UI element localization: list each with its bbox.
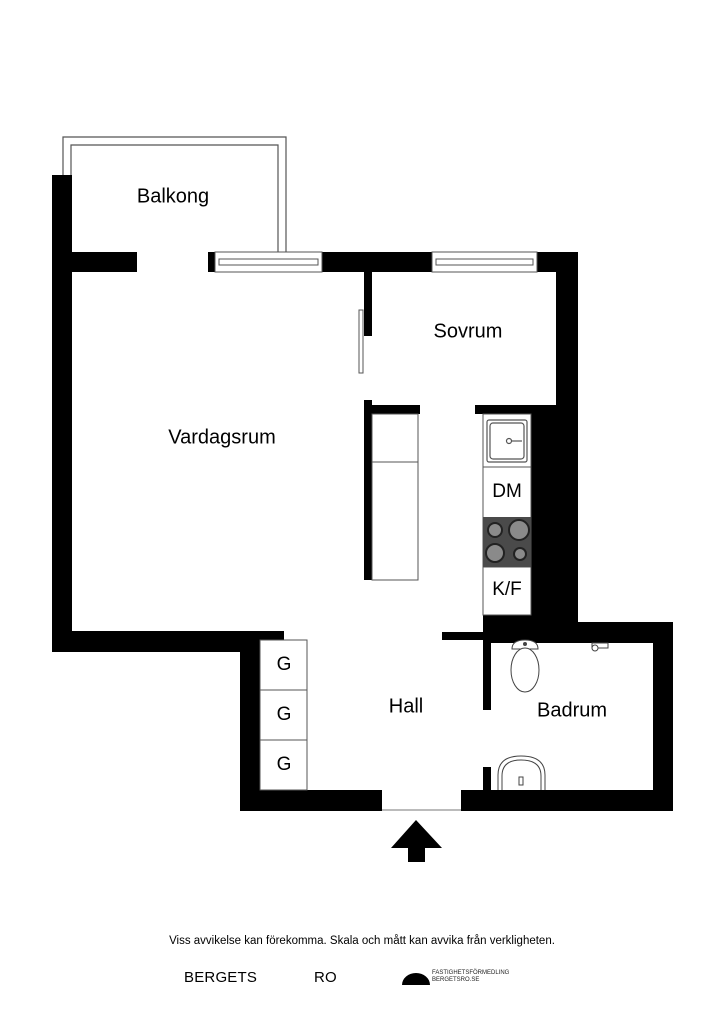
room-label-balcony: Balkong <box>136 185 210 208</box>
room-label-bedroom: Sovrum <box>433 320 503 343</box>
brand-logo-left: BERGETS <box>184 969 258 986</box>
wardrobes <box>259 639 308 791</box>
shower-valve-icon <box>591 642 609 652</box>
walls <box>52 175 673 811</box>
kitchen-sink-icon <box>486 419 528 463</box>
brand-tagline: FASTIGHETSFÖRMEDLING BERGETSRO.SE <box>432 970 509 984</box>
room-label-living-room: Vardagsrum <box>168 426 276 449</box>
stove-hob-icon <box>483 517 531 567</box>
toilet-icon <box>510 639 540 693</box>
window <box>214 251 323 273</box>
window <box>431 251 538 273</box>
brand-tagline-1: FASTIGHETSFÖRMEDLING <box>432 970 510 976</box>
wardrobe-label: G <box>276 754 292 775</box>
brand-tagline-2: BERGETSRO.SE <box>432 977 480 983</box>
brand-logo-right: RO <box>314 969 337 986</box>
wardrobe-label: G <box>276 654 292 675</box>
disclaimer: Viss avvikelse kan förekomma. Skala och … <box>169 935 555 947</box>
brand-semicircle-icon <box>402 973 430 985</box>
kitchen-counter <box>482 413 532 616</box>
sliding-door <box>358 309 364 374</box>
kitchen-island <box>371 413 419 581</box>
washbasin-icon <box>497 755 546 790</box>
dishwasher-label: DM <box>492 481 522 502</box>
wardrobe-label: G <box>276 704 292 725</box>
room-label-hall: Hall <box>388 695 424 718</box>
room-label-bathroom: Badrum <box>536 699 608 722</box>
fridge-freezer-label: K/F <box>492 579 522 600</box>
entrance-arrow-icon <box>391 820 442 862</box>
